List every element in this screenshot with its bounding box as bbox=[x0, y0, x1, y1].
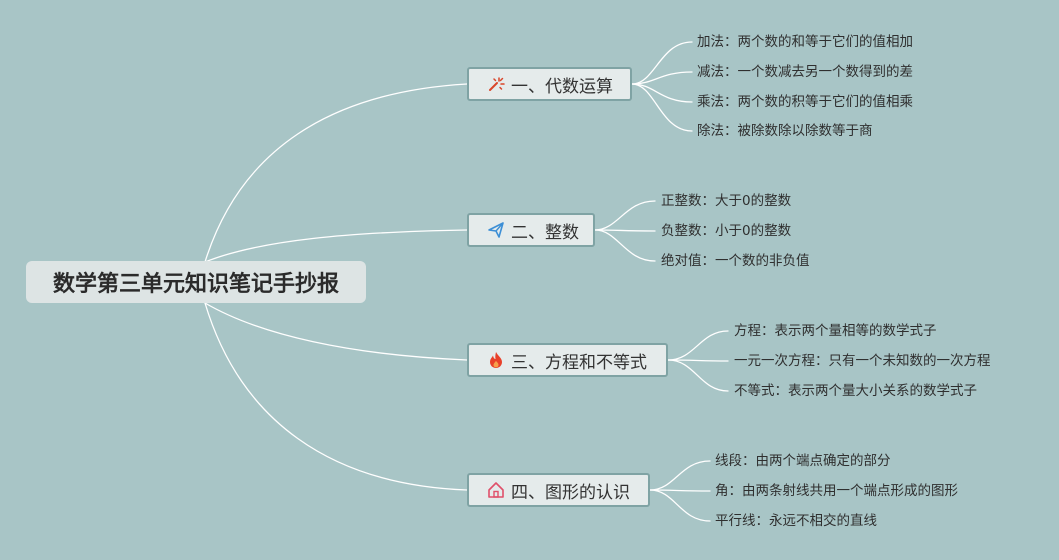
leaf-equation[interactable]: 方程：表示两个量相等的数学式子 bbox=[734, 323, 937, 339]
link-b3-leaf-1 bbox=[667, 330, 729, 361]
leaf-angle[interactable]: 角：由两条射线共用一个端点形成的图形 bbox=[715, 483, 958, 499]
link-b4-leaf-3 bbox=[649, 489, 711, 522]
branch-label: 二、整数 bbox=[511, 222, 579, 243]
link-b2-leaf-1 bbox=[594, 200, 656, 231]
paper-plane-icon bbox=[487, 221, 505, 239]
link-root-branch-1 bbox=[204, 83, 468, 263]
branch-label: 四、图形的认识 bbox=[511, 482, 630, 503]
root-title: 数学第三单元知识笔记手抄报 bbox=[52, 272, 339, 297]
root-topic[interactable]: 数学第三单元知识笔记手抄报 bbox=[26, 261, 366, 303]
link-b1-leaf-1 bbox=[631, 41, 693, 85]
leaf-multiplication[interactable]: 乘法：两个数的积等于它们的值相乘 bbox=[697, 94, 913, 110]
leaf-linear-equation[interactable]: 一元一次方程：只有一个未知数的一次方程 bbox=[734, 353, 991, 369]
leaf-parallel-lines[interactable]: 平行线：永远不相交的直线 bbox=[715, 513, 877, 529]
branch-equations-inequalities[interactable]: 三、方程和不等式 bbox=[467, 343, 668, 377]
link-root-branch-4 bbox=[204, 302, 468, 491]
leaf-negative-integer[interactable]: 负整数：小于0的整数 bbox=[661, 223, 792, 239]
link-root-branch-2 bbox=[204, 229, 468, 263]
link-root-branch-3 bbox=[204, 302, 468, 361]
branch-algebra-operations[interactable]: 一、代数运算 bbox=[467, 67, 632, 101]
branch-integers[interactable]: 二、整数 bbox=[467, 213, 595, 247]
branch-label: 一、代数运算 bbox=[511, 76, 613, 97]
link-b1-leaf-2 bbox=[631, 71, 693, 85]
leaf-absolute-value[interactable]: 绝对值：一个数的非负值 bbox=[661, 253, 810, 269]
leaf-line-segment[interactable]: 线段：由两个端点确定的部分 bbox=[715, 453, 891, 469]
link-b1-leaf-4 bbox=[631, 83, 693, 132]
leaf-division[interactable]: 除法：被除数除以除数等于商 bbox=[697, 123, 873, 139]
home-icon bbox=[487, 481, 505, 499]
leaf-subtraction[interactable]: 减法：一个数减去另一个数得到的差 bbox=[697, 64, 913, 80]
link-b4-leaf-1 bbox=[649, 460, 711, 491]
link-b2-leaf-2 bbox=[594, 229, 656, 232]
magic-wand-icon bbox=[487, 75, 505, 93]
fire-icon bbox=[487, 351, 505, 369]
link-b3-leaf-3 bbox=[667, 359, 729, 392]
leaf-positive-integer[interactable]: 正整数：大于0的整数 bbox=[661, 193, 792, 209]
leaf-inequality[interactable]: 不等式：表示两个量大小关系的数学式子 bbox=[734, 383, 977, 399]
leaf-addition[interactable]: 加法：两个数的和等于它们的值相加 bbox=[697, 34, 913, 50]
branch-label: 三、方程和不等式 bbox=[511, 352, 647, 373]
link-b2-leaf-3 bbox=[594, 229, 656, 262]
branch-shapes[interactable]: 四、图形的认识 bbox=[467, 473, 650, 507]
